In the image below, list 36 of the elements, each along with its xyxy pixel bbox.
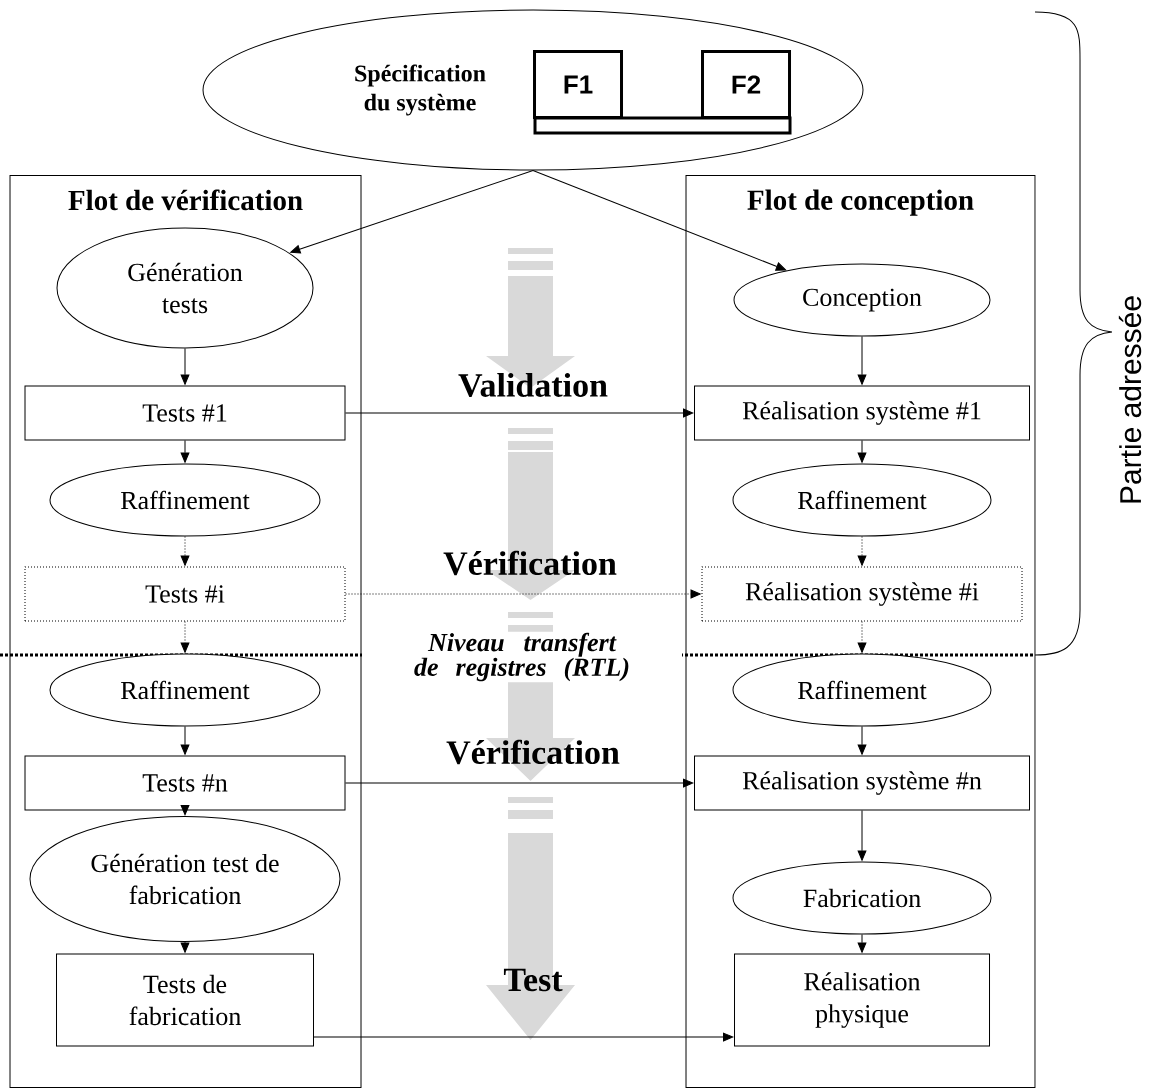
arrow <box>180 440 190 463</box>
arrow <box>180 941 190 953</box>
process-box: Tests #1 <box>24 385 346 441</box>
arrow <box>857 726 867 755</box>
process-box: Réalisation système #n <box>694 755 1030 811</box>
arrow <box>180 536 190 566</box>
arrow <box>180 621 190 653</box>
level-label: Niveau transfert de registres (RTL) <box>362 631 682 683</box>
arrow <box>180 726 190 755</box>
arrow <box>857 621 867 653</box>
arrow <box>180 804 190 816</box>
side-label: Partie adressée <box>1118 296 1142 503</box>
arrow <box>857 440 867 463</box>
process-box: Tests #n <box>24 755 346 811</box>
arrow <box>345 778 694 788</box>
process-box: Réalisation système #i <box>701 566 1023 622</box>
heading: Validation <box>458 372 608 398</box>
arrow <box>857 536 867 566</box>
arrow <box>313 1032 734 1042</box>
arrow <box>180 348 190 385</box>
process-box: Réalisation système #1 <box>694 385 1030 441</box>
heading: Vérification <box>446 739 620 765</box>
heading: Test <box>503 968 563 992</box>
arrow <box>532 170 787 271</box>
arrow <box>345 589 701 599</box>
arrow <box>857 810 867 861</box>
arrow <box>290 170 534 254</box>
process-box: Réalisation physique <box>734 953 990 1047</box>
arrow <box>857 934 867 953</box>
arrow <box>345 408 694 418</box>
heading: Vérification <box>443 550 617 576</box>
process-box: Tests #i <box>24 566 346 622</box>
function-box: F2 <box>701 50 791 119</box>
process-box: Tests de fabrication <box>56 953 314 1047</box>
function-box: F1 <box>533 50 623 119</box>
arrow <box>857 336 867 385</box>
